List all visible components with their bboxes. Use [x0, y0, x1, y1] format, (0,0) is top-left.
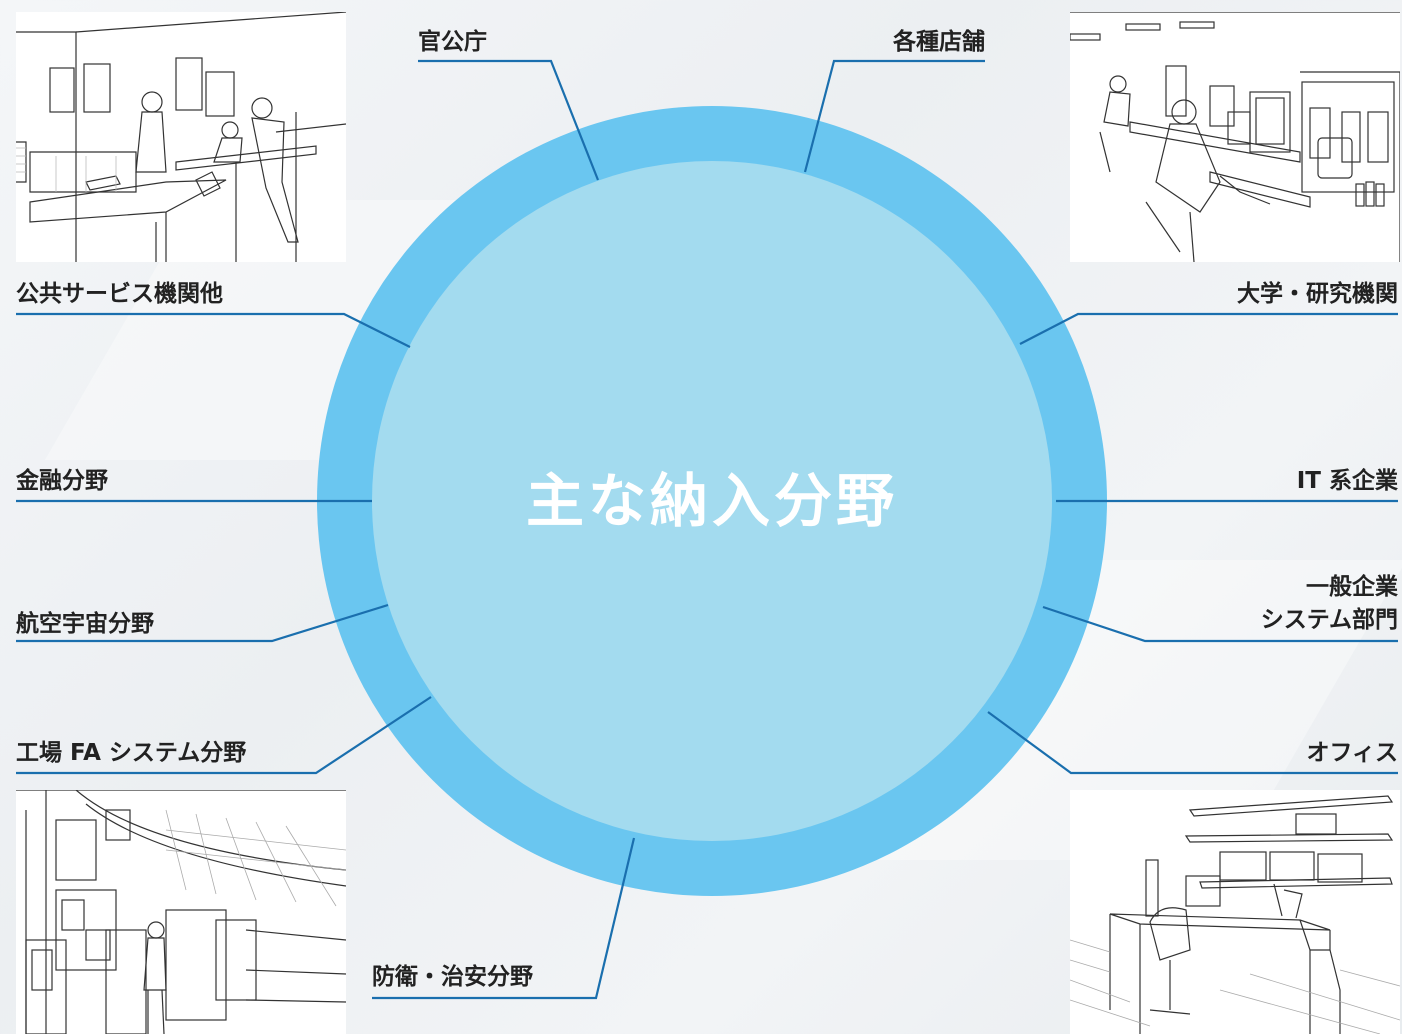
leader-line-kankocho	[418, 59, 600, 181]
center-circle	[372, 161, 1052, 841]
illustration-factory-fa-system	[16, 790, 346, 1034]
label-kakushu-tenpo: 各種店舗	[893, 29, 985, 55]
label-kojo-fa: 工場 FA システム分野	[16, 740, 247, 766]
illustration-office-desk	[1070, 790, 1400, 1034]
leader-line-boei-chian	[372, 837, 636, 1000]
leader-line-kakushu-tenpo	[803, 59, 985, 173]
label-ippan-kigyo-line2: システム部門	[1260, 607, 1398, 633]
leader-line-kokuu-uchu	[16, 603, 389, 643]
label-kokyo-service: 公共サービス機関他	[16, 281, 223, 307]
label-daigaku: 大学・研究機関	[1237, 281, 1398, 307]
leader-line-kojo-fa	[16, 696, 432, 775]
label-boei-chian: 防衛・治安分野	[372, 964, 533, 990]
label-kinyu: 金融分野	[16, 468, 108, 494]
leader-line-ippan-kigyo	[1042, 605, 1398, 643]
label-kokuu-uchu: 航空宇宙分野	[16, 611, 154, 637]
center-title: 主な納入分野	[525, 467, 898, 535]
illustration-research-lab	[1070, 12, 1400, 262]
leader-line-office	[987, 711, 1398, 775]
label-office: オフィス	[1306, 740, 1398, 766]
label-ippan-kigyo-line1: 一般企業	[1306, 574, 1398, 600]
label-it-kigyo: IT 系企業	[1296, 468, 1398, 494]
leader-line-kokyo-service	[16, 312, 411, 348]
label-kankocho: 官公庁	[418, 29, 487, 55]
leader-line-daigaku	[1019, 312, 1398, 345]
illustration-public-service-counter	[16, 12, 346, 262]
